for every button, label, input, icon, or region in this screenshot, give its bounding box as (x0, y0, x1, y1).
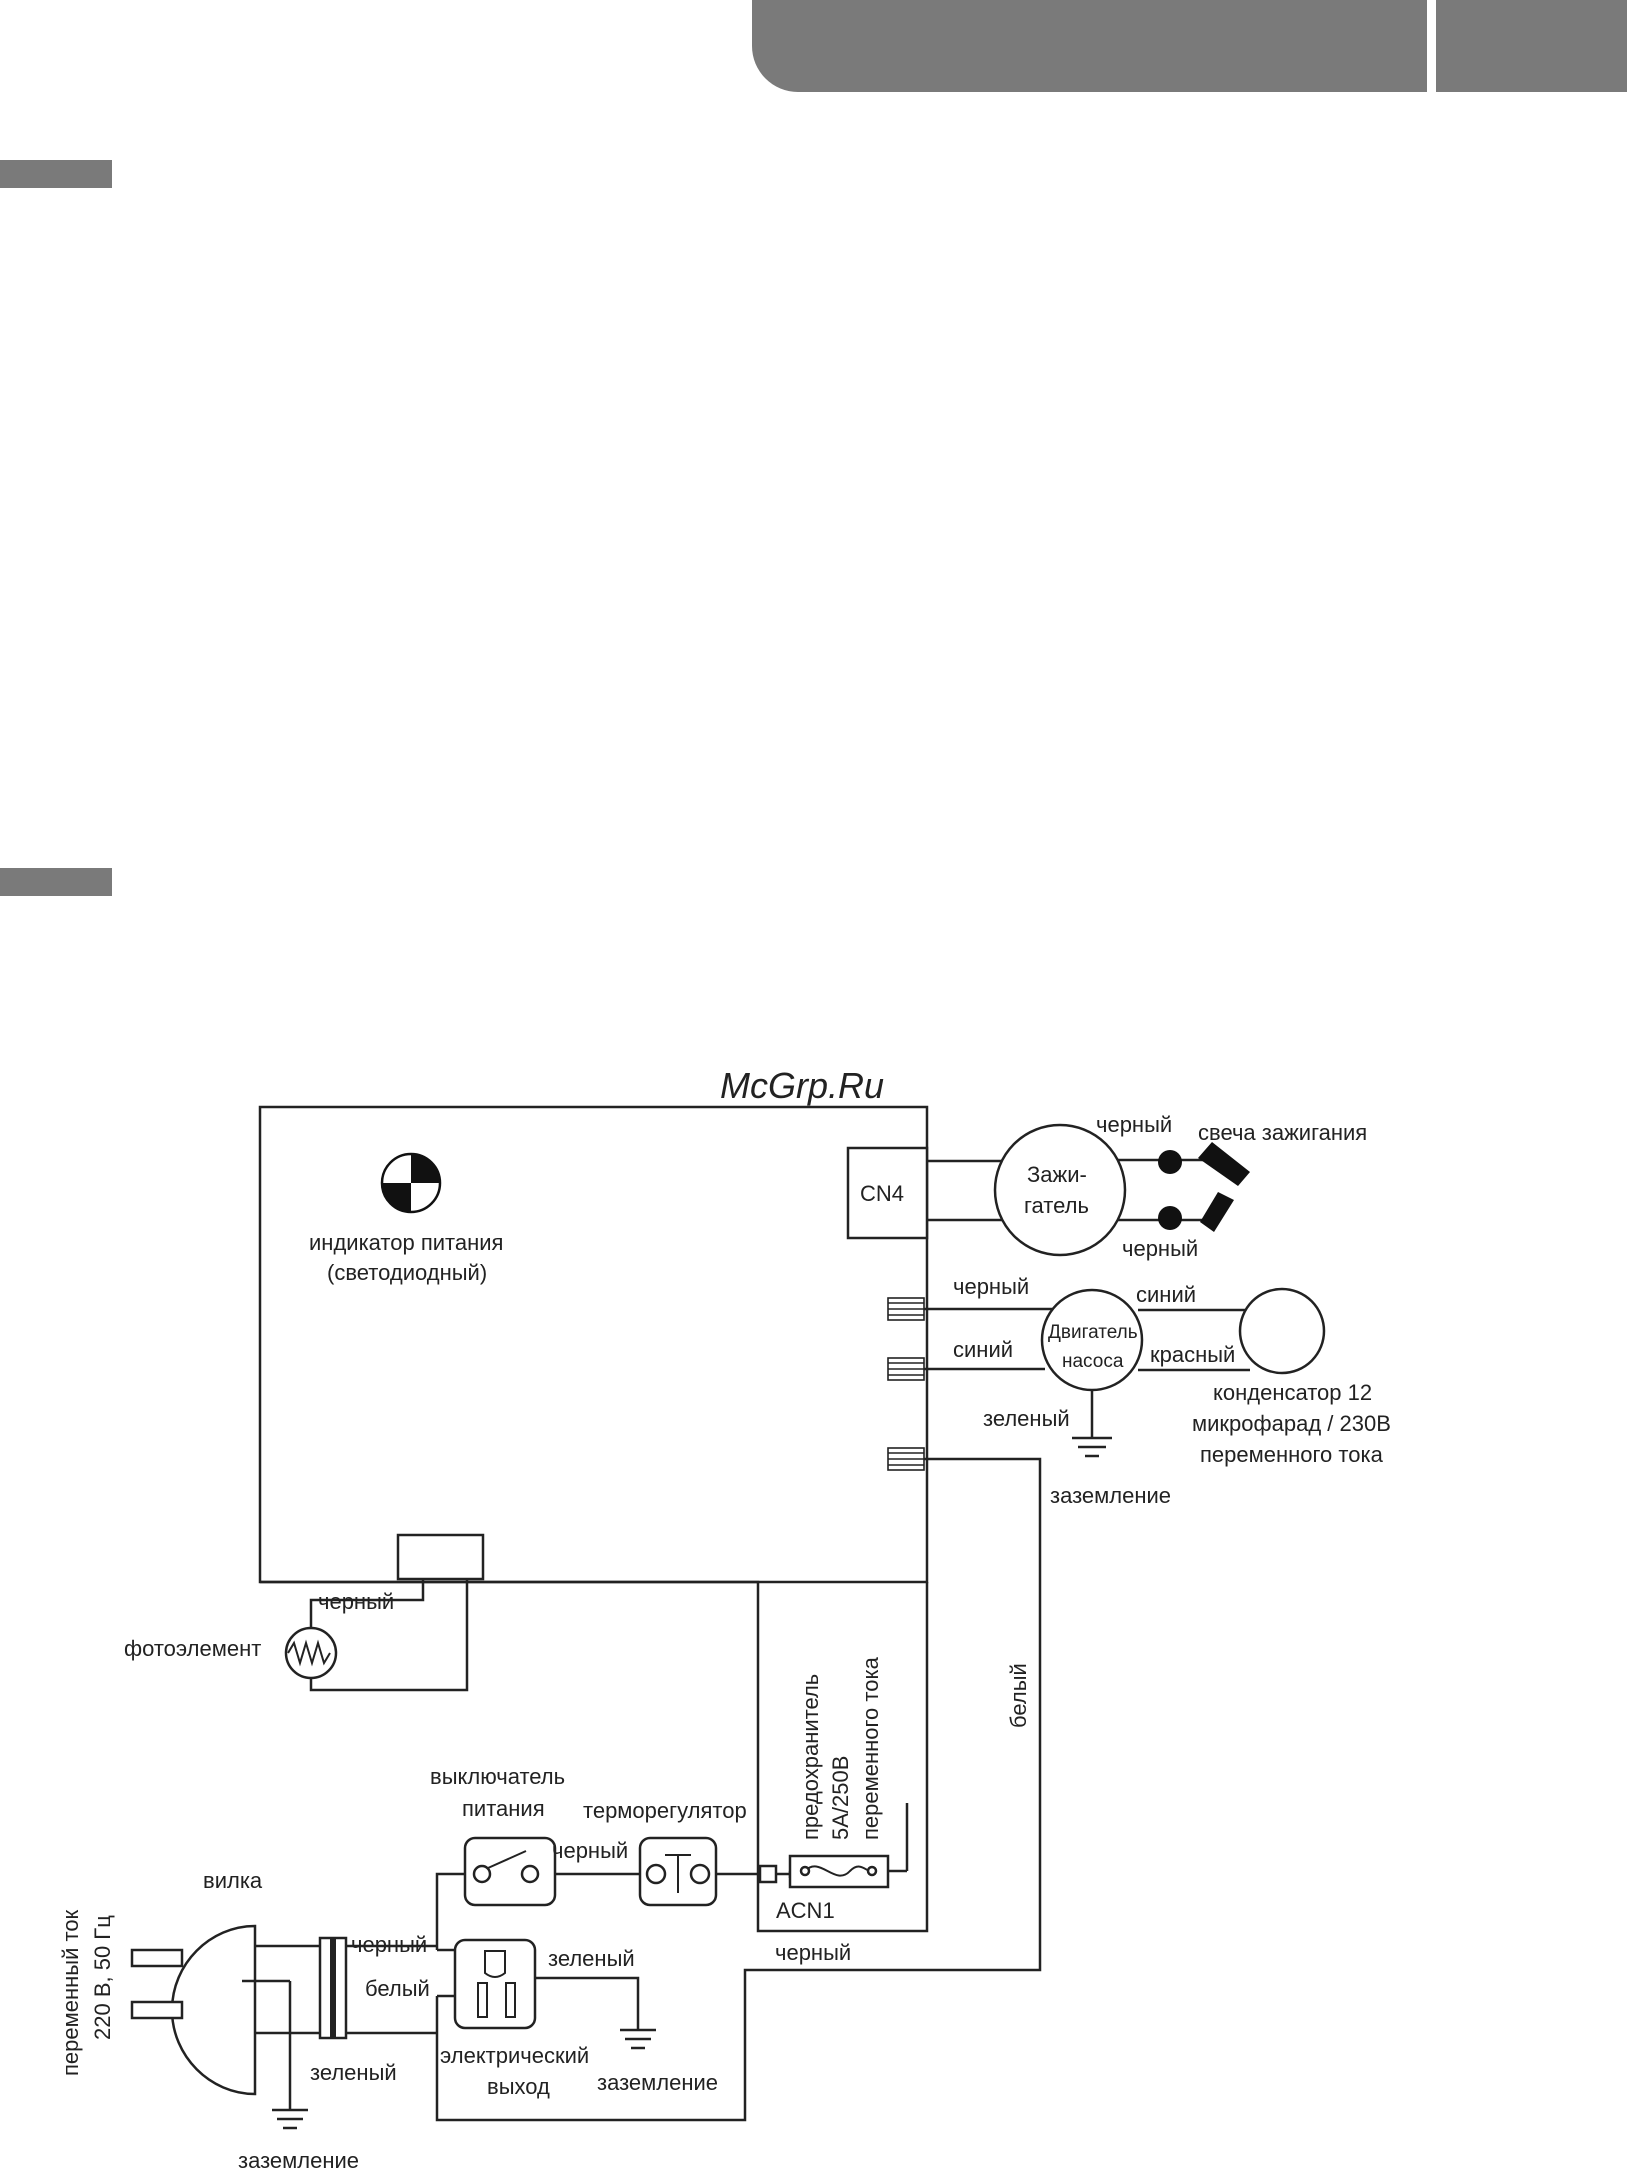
control-board (258, 1105, 929, 1584)
outlet-label-2: выход (487, 2074, 550, 2099)
ignitor-label-2: гатель (1024, 1193, 1089, 1218)
spark-contact-top (1158, 1150, 1182, 1174)
power-switch-label: выключатель (430, 1764, 565, 1789)
ignitor (993, 1123, 1127, 1257)
fuse-label: предохранитель (798, 1674, 823, 1840)
spark-plug-label: свеча зажигания (1198, 1120, 1367, 1145)
plug-wire-white: белый (365, 1976, 430, 2001)
white-wire-label: белый (1006, 1663, 1031, 1728)
ignitor-label: Зажи- (1027, 1162, 1087, 1187)
fuse-rating-label: 5А/250В (828, 1756, 853, 1840)
power-indicator-label: индикатор питания (309, 1230, 503, 1255)
header-bar (752, 0, 1427, 92)
wire-label-black-bottom: черный (1122, 1236, 1198, 1261)
bottom-wire-black: черный (775, 1940, 851, 1965)
capacitor (1238, 1287, 1326, 1375)
side-tab-top (0, 160, 112, 188)
pump-motor-label: Двигатель (1048, 1322, 1138, 1343)
outlet-ground-label: заземление (597, 2070, 718, 2095)
cn4-connector (846, 1146, 929, 1240)
plug-wire-green: зеленый (310, 2060, 397, 2085)
fuse-ac-label: переменного тока (858, 1656, 883, 1840)
acn1-label: ACN1 (776, 1898, 835, 1923)
plug-wire-black: черный (351, 1932, 427, 1957)
plug-ground-label: заземление (238, 2148, 359, 2171)
pump-motor-label-2: насоса (1062, 1351, 1124, 1372)
pump-connectors (887, 1297, 925, 1471)
capacitor-label: конденсатор 12 (1213, 1380, 1372, 1405)
capacitor-label-3: переменного тока (1200, 1442, 1384, 1467)
pump-wire-red: красный (1150, 1342, 1235, 1367)
wire-label-black-top: черный (1096, 1112, 1172, 1137)
power-switch (463, 1836, 557, 1907)
photocell-label: фотоэлемент (124, 1636, 261, 1661)
side-tab-bottom (0, 868, 112, 896)
header-bar-tab (1436, 0, 1627, 92)
plug-body (170, 1924, 257, 2096)
ac-label: переменный ток (58, 1909, 83, 2076)
pump-wire-blue-right: синий (1136, 1282, 1196, 1307)
spark-contact-bottom (1158, 1206, 1182, 1230)
photocell-connector (396, 1533, 485, 1581)
photocell (284, 1626, 338, 1680)
ac-voltage-label: 220 В, 50 Гц (90, 1915, 115, 2040)
outlet-label: электрический (440, 2043, 589, 2068)
switch-wire-black: черный (552, 1838, 628, 1863)
pump-wire-green: зеленый (983, 1406, 1070, 1431)
pump-wire-blue-left: синий (953, 1337, 1013, 1362)
outlet-wire-green: зеленый (548, 1946, 635, 1971)
cn4-label: CN4 (860, 1181, 904, 1206)
power-switch-label-2: питания (462, 1796, 545, 1821)
spark-electrode-bottom (1200, 1192, 1234, 1232)
acn1-terminal (758, 1864, 778, 1884)
plug-label: вилка (203, 1868, 263, 1893)
photocell-wire-black: черный (318, 1589, 394, 1614)
capacitor-label-2: микрофарад / 230В (1192, 1411, 1391, 1436)
pump-ground-label: заземление (1050, 1483, 1171, 1508)
thermostat-label: терморегулятор (583, 1798, 747, 1823)
pump-wire-black: черный (953, 1274, 1029, 1299)
power-indicator-icon (380, 1152, 442, 1214)
watermark: McGrp.Ru (720, 1065, 884, 1106)
power-indicator-sublabel: (светодиодный) (327, 1260, 487, 1285)
spark-electrode-top (1198, 1142, 1250, 1186)
